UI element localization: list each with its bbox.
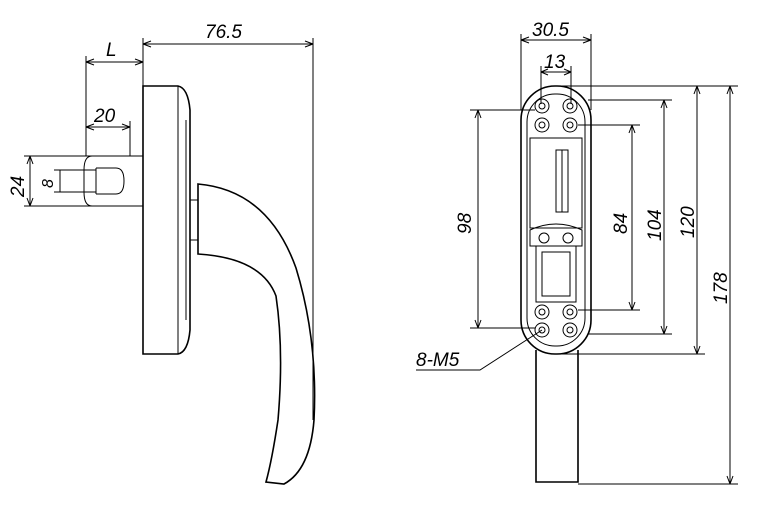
- dim-overall-depth: 76.5: [205, 22, 242, 43]
- side-handle-lever: [197, 183, 316, 485]
- front-handle-lever: [535, 350, 579, 483]
- dim-total-length: 178: [711, 272, 732, 304]
- side-base-plate: [142, 85, 191, 355]
- upper-screw-holes: [534, 98, 578, 133]
- side-view: 76.5 L 20 24 8: [8, 22, 316, 485]
- callout-leader: [416, 329, 543, 371]
- front-view: 30.5 13 98 84 104 120: [416, 20, 738, 485]
- lower-screw-holes: [534, 304, 578, 338]
- dim-base-length: 120: [678, 206, 699, 238]
- dim-spindle-height: 24: [8, 176, 29, 198]
- dim-spindle-offset: 20: [93, 106, 116, 127]
- dim-hole-pitch-inner: 84: [611, 213, 632, 234]
- dim-spindle-length: L: [106, 40, 117, 61]
- front-base-plate: [520, 85, 592, 355]
- side-spindle: [83, 155, 143, 207]
- inner-mechanism: [529, 137, 583, 303]
- dim-base-width: 30.5: [532, 20, 569, 41]
- dim-cover-inner-length: 104: [645, 209, 666, 241]
- callout-screws: 8-M5: [416, 350, 460, 371]
- dim-spindle-square: 8: [40, 179, 57, 188]
- dim-hole-pitch-outer: 98: [455, 212, 476, 234]
- dim-slot-width: 13: [544, 52, 566, 73]
